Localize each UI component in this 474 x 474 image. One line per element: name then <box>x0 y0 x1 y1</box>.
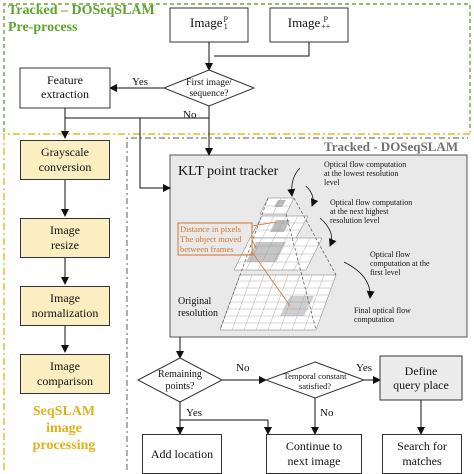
add-location-box: Add location <box>142 434 222 474</box>
first-image-question: First image/sequence? <box>186 78 232 99</box>
klt-title: KLT point tracker <box>178 164 279 179</box>
no-label-1: No <box>183 109 197 121</box>
define-query-box <box>379 355 463 401</box>
no-label-2: No <box>236 362 250 374</box>
image-pp-box <box>269 7 349 43</box>
tracked-top-title: Tracked – DOSeqSLAM <box>8 3 155 18</box>
yes-label-2: Yes <box>356 362 373 374</box>
feature-extraction-box <box>19 67 111 109</box>
yes-label-1: Yes <box>132 76 149 88</box>
preprocess-title: Pre-process <box>8 20 78 35</box>
pyramid-edges <box>219 197 337 331</box>
seqslam-region-border <box>3 133 470 470</box>
tracked-right-title: Tracked - DOSeqSLAM <box>324 139 459 154</box>
distance-callout-lines <box>251 221 291 307</box>
image-p1-box <box>169 7 249 43</box>
dos-region-border <box>126 137 468 470</box>
flow-arrows <box>287 167 375 299</box>
yes-label-3: Yes <box>186 407 203 419</box>
preprocess-region-border <box>3 3 471 132</box>
distance-callout-box <box>177 222 253 256</box>
no-label-3: No <box>320 407 334 419</box>
pyramid-grid-lines <box>222 197 334 331</box>
